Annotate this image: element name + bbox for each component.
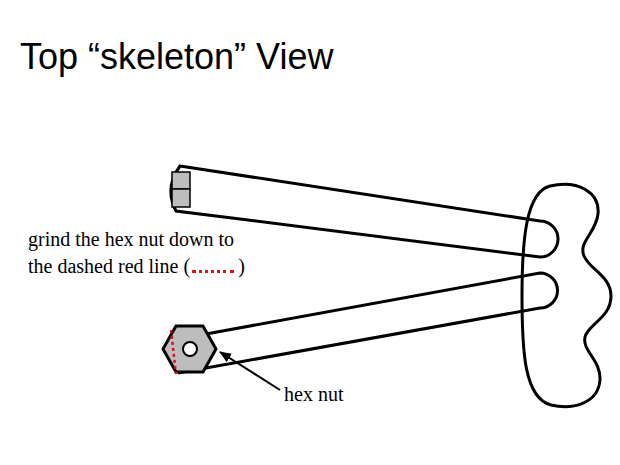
grind-line: [171, 330, 176, 374]
red-dash-sample: [192, 258, 234, 273]
end-block: [172, 189, 190, 207]
end-block: [172, 172, 190, 189]
handle-outline: [522, 184, 611, 406]
nut-hole: [183, 342, 197, 356]
part-label: hex nut: [284, 383, 343, 406]
note-text: grind the hex nut down to the dashed red…: [28, 228, 234, 277]
lower-arm: [178, 273, 558, 373]
note-block: grind the hex nut down to the dashed red…: [28, 226, 246, 280]
note-text: ): [238, 255, 245, 277]
title: Top “skeleton” View: [20, 36, 334, 78]
leader-arrow: [220, 352, 280, 390]
